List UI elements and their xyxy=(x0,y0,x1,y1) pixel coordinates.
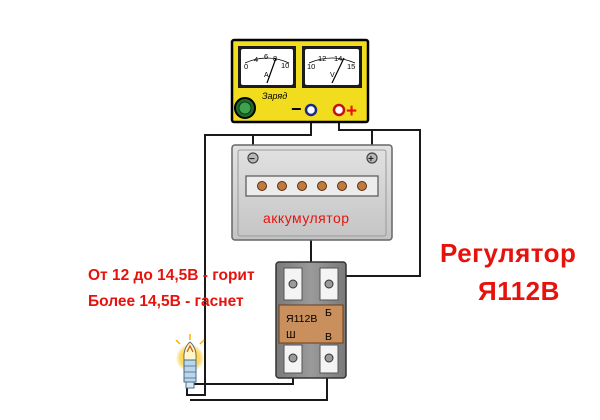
ammeter-tick-0: 0 xyxy=(244,62,248,71)
voltmeter-needle xyxy=(331,57,345,84)
ammeter-tick-3: 8 xyxy=(273,54,277,63)
ammeter-tick-4: 10 xyxy=(281,61,289,70)
voltmeter-tick-0: 10 xyxy=(307,62,315,71)
regulator-terminal-w: Ш xyxy=(286,329,296,341)
regulator-terminal-v: В xyxy=(325,331,332,343)
cell-cap xyxy=(277,181,287,191)
regulator-model: Я112В xyxy=(286,313,317,325)
battery-plus-terminal[interactable] xyxy=(366,152,378,164)
voltmeter-unit: V xyxy=(330,72,335,79)
cell-cap xyxy=(357,181,367,191)
regulator-label-plate xyxy=(278,304,344,344)
voltmeter-tick-2: 14 xyxy=(334,54,342,63)
charger-plus-terminal[interactable] xyxy=(332,103,346,117)
charger-label: Заряд xyxy=(262,91,287,101)
cell-cap xyxy=(297,181,307,191)
charger-plus-sign: + xyxy=(346,101,357,122)
regulator-v-screw[interactable] xyxy=(324,353,334,363)
charger-minus-terminal[interactable] xyxy=(304,103,318,117)
ammeter-unit: A xyxy=(264,72,269,79)
regulator-terminal-b: Б xyxy=(325,307,332,319)
regulator-title-line2: Я112В xyxy=(478,276,560,306)
voltmeter: 10 12 14 15 V xyxy=(302,46,362,88)
battery-cell-strip xyxy=(245,175,379,197)
lamp-base xyxy=(185,381,195,389)
battery-minus-terminal[interactable] xyxy=(247,152,259,164)
regulator-w-screw[interactable] xyxy=(288,353,298,363)
battery-minus-sign: − xyxy=(249,154,255,165)
cell-cap xyxy=(317,181,327,191)
wire-charger-minus xyxy=(186,118,312,396)
cell-cap xyxy=(257,181,267,191)
ammeter-tick-2: 6 xyxy=(264,52,268,61)
ammeter-needle xyxy=(266,57,277,84)
voltmeter-tick-1: 12 xyxy=(318,54,326,63)
regulator-title-line1: Регулятор xyxy=(440,238,577,268)
battery-plus-sign: + xyxy=(368,154,374,165)
charger: 0 4 6 8 10 A 10 12 14 15 V Заряд − xyxy=(230,38,370,124)
ammeter-tick-1: 4 xyxy=(254,55,258,64)
lamp-note-line1: От 12 до 14,5В - горит xyxy=(88,267,255,284)
lamp-bulb-icon xyxy=(183,341,197,361)
ammeter: 0 4 6 8 10 A xyxy=(238,46,296,88)
regulator-b-screw[interactable] xyxy=(324,279,334,289)
cell-cap xyxy=(337,181,347,191)
battery-cell-caps xyxy=(257,181,367,191)
lamp-socket xyxy=(183,359,197,383)
wire-charger-plus xyxy=(338,118,421,277)
battery: − + аккумулятор xyxy=(231,144,393,241)
lamp-note-line2: Более 14,5В - гаснет xyxy=(88,293,244,310)
battery-label: аккумулятор xyxy=(263,210,350,226)
voltmeter-tick-3: 15 xyxy=(347,62,355,71)
charger-minus-sign: − xyxy=(291,99,302,119)
indicator-lamp xyxy=(175,334,205,389)
regulator: Я112В Ш Б В xyxy=(275,261,347,379)
regulator-top-left-screw[interactable] xyxy=(288,279,298,289)
